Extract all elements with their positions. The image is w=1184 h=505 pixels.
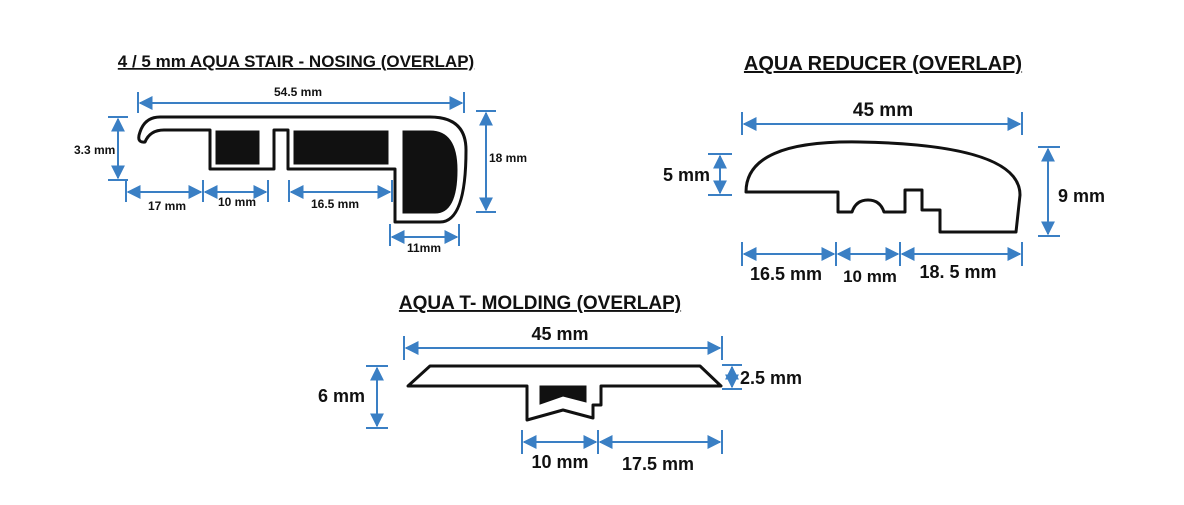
reducer-title: AQUA REDUCER (OVERLAP) [744, 53, 1022, 75]
stair-nosing-core-2 [293, 130, 389, 165]
reducer-height-label: 9 mm [1058, 186, 1105, 206]
stair-nosing-title: 4 / 5 mm AQUA STAIR - NOSING (OVERLAP) [118, 52, 474, 71]
t-molding-title: AQUA T- MOLDING (OVERLAP) [399, 293, 681, 314]
t-molding-width-label: 45 mm [531, 324, 588, 344]
t-molding-edge-label: 2.5 mm [740, 368, 802, 388]
stair-nosing-seg4-label: 11mm [407, 241, 441, 255]
stair-nosing-seg3-label: 16.5 mm [311, 197, 359, 211]
reducer-seg3-label: 18. 5 mm [919, 262, 996, 282]
stair-nosing-lip-label: 3.3 mm [74, 143, 115, 157]
stair-nosing-core-1 [215, 130, 260, 165]
reducer-width-label: 45 mm [853, 100, 913, 121]
reducer-seg2-label: 10 mm [843, 267, 897, 286]
t-molding-core [539, 385, 587, 405]
t-molding-height-label: 6 mm [318, 386, 365, 406]
reducer-edge-label: 5 mm [663, 165, 710, 185]
t-molding-profile: AQUA T- MOLDING (OVERLAP) 45 mm 6 mm 2.5… [318, 293, 802, 474]
stair-nosing-height-label: 18 mm [489, 151, 527, 165]
reducer-profile: AQUA REDUCER (OVERLAP) 45 mm 5 mm 9 mm 1… [663, 53, 1105, 286]
stair-nosing-core-3 [402, 130, 458, 214]
stair-nosing-seg1-label: 17 mm [148, 199, 186, 213]
t-molding-seg1-label: 10 mm [531, 452, 588, 472]
stair-nosing-profile: 4 / 5 mm AQUA STAIR - NOSING (OVERLAP) 5… [74, 52, 527, 255]
reducer-seg1-label: 16.5 mm [750, 264, 822, 284]
stair-nosing-width-label: 54.5 mm [274, 85, 322, 99]
reducer-outline [744, 140, 1022, 234]
stair-nosing-seg2-label: 10 mm [218, 195, 256, 209]
t-molding-seg2-label: 17.5 mm [622, 454, 694, 474]
